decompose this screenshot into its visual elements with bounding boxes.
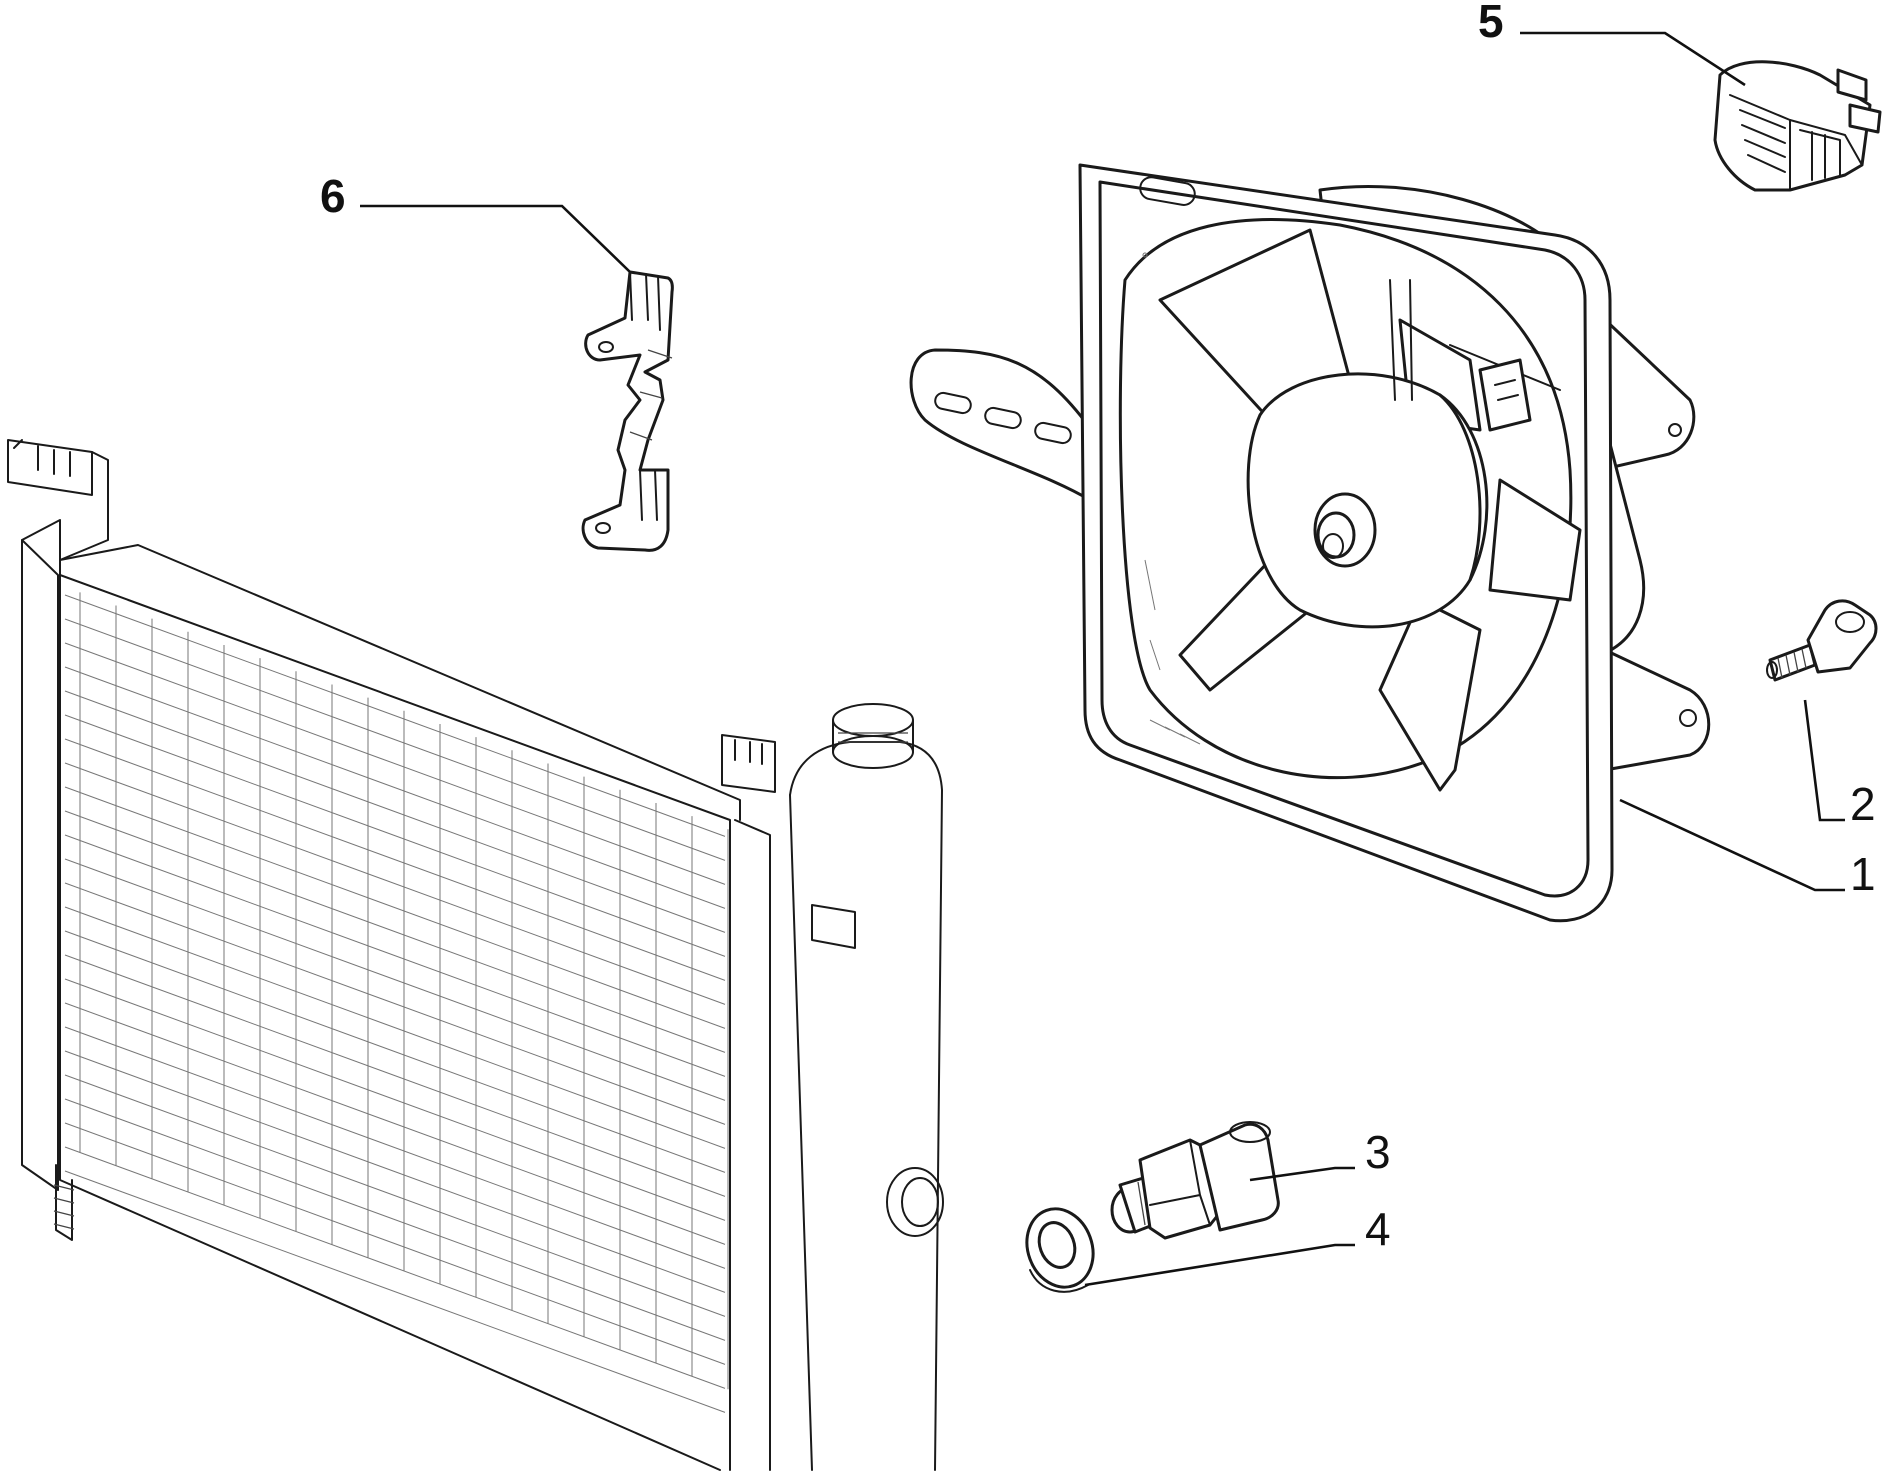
cooling-fan-assembly [909, 163, 1711, 923]
callout-5: 5 [1478, 0, 1504, 47]
fan-resistor [1713, 60, 1882, 192]
radiator [7, 439, 944, 1471]
mounting-bolt [1766, 599, 1878, 682]
callout-6: 6 [320, 170, 346, 222]
thermo-switch [1110, 1121, 1280, 1240]
leader-lines [360, 31, 1845, 1287]
callout-1: 1 [1850, 848, 1876, 900]
callout-3: 3 [1365, 1126, 1391, 1178]
sealing-washer [1025, 1207, 1095, 1293]
mounting-bracket [581, 270, 674, 552]
callout-2: 2 [1850, 778, 1876, 830]
callout-4: 4 [1365, 1203, 1391, 1255]
